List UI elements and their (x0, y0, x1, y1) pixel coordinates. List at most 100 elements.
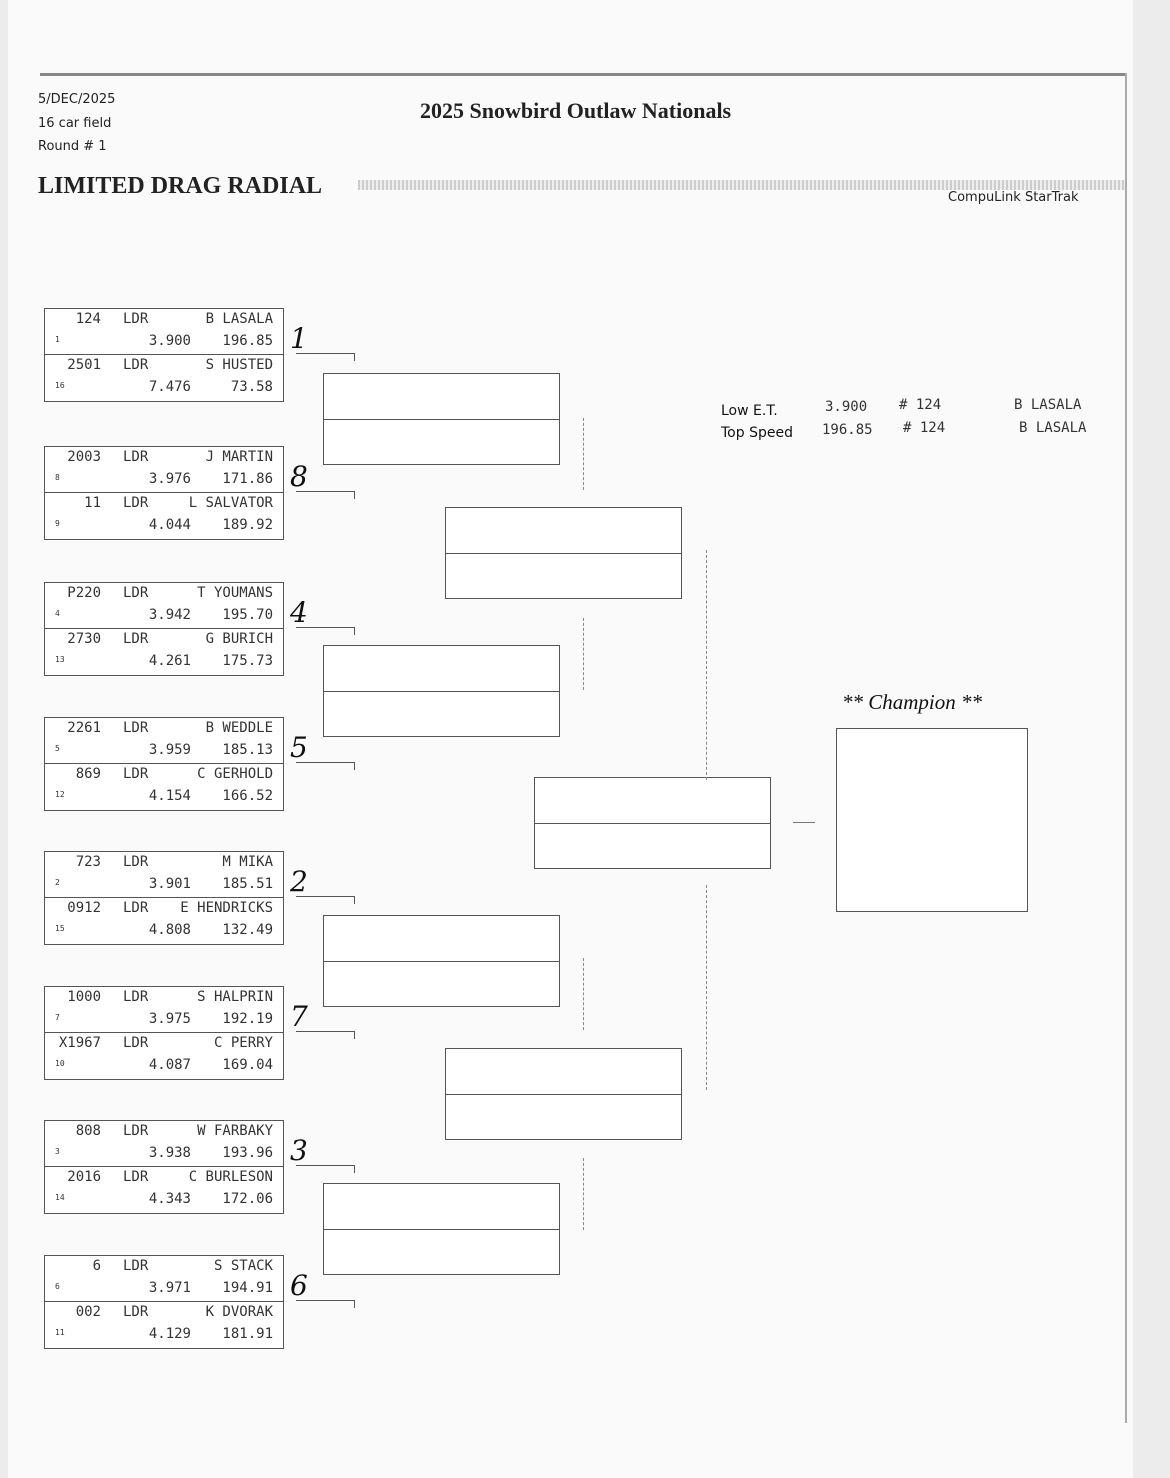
handwritten-seed: 1 (290, 322, 308, 355)
elapsed-time: 3.901 (148, 876, 191, 892)
driver-name: J MARTIN (205, 449, 273, 465)
trap-speed: 196.85 (222, 333, 273, 349)
racer-class: LDR (123, 449, 149, 465)
driver-name: S HUSTED (205, 357, 273, 373)
elapsed-time: 3.942 (148, 607, 191, 623)
racer-class: LDR (123, 989, 149, 1005)
seed-number: 2 (55, 878, 60, 887)
winner-line (296, 491, 355, 499)
low-et-driver: B LASALA (1014, 397, 1082, 413)
trap-speed: 185.13 (222, 742, 273, 758)
top-speed-driver: B LASALA (1019, 420, 1087, 436)
racer-class: LDR (123, 631, 149, 647)
elapsed-time: 4.261 (148, 653, 191, 669)
racer-class: LDR (123, 720, 149, 736)
elapsed-time: 7.476 (148, 379, 191, 395)
semifinal-slot[interactable] (445, 1048, 682, 1140)
seed-number: 14 (55, 1193, 65, 1202)
low-et-car: # 124 (899, 397, 942, 413)
seed-number: 10 (55, 1059, 65, 1068)
top-speed-car: # 124 (903, 420, 946, 436)
racer-class: LDR (123, 1035, 149, 1051)
trap-speed: 166.52 (222, 788, 273, 804)
elapsed-time: 3.900 (148, 333, 191, 349)
champion-label: ** Champion ** (842, 690, 983, 714)
trap-speed: 189.92 (222, 517, 273, 533)
round2-slot[interactable] (323, 915, 560, 1007)
car-number: 2003 (67, 449, 101, 465)
race-date: 5/DEC/2025 (38, 92, 116, 107)
field-size: 16 car field (38, 116, 112, 131)
seed-number: 5 (55, 744, 60, 753)
trap-speed: 172.06 (222, 1191, 273, 1207)
elapsed-time: 4.808 (148, 922, 191, 938)
racer-class: LDR (123, 311, 149, 327)
racer-class: LDR (123, 1123, 149, 1139)
driver-name: M MIKA (222, 854, 273, 870)
car-number: 869 (75, 766, 101, 782)
seed-number: 9 (55, 519, 60, 528)
racer-class: LDR (123, 766, 149, 782)
final-slot[interactable] (534, 777, 771, 869)
final-connector (793, 822, 815, 823)
low-et-value: 3.900 (825, 399, 868, 415)
round2-slot[interactable] (323, 645, 560, 737)
round2-slot[interactable] (323, 1183, 560, 1275)
trap-speed: 73.58 (230, 379, 273, 395)
car-number: 11 (84, 495, 101, 511)
seed-number: 16 (55, 381, 65, 390)
handwritten-seed: 6 (290, 1269, 308, 1302)
seed-number: 13 (55, 655, 65, 664)
racer-class: LDR (123, 1304, 149, 1320)
bracket-connector (706, 885, 707, 1090)
trap-speed: 169.04 (222, 1057, 273, 1073)
class-title-bar (358, 180, 1125, 190)
handwritten-seed: 5 (290, 731, 308, 764)
round-number: Round # 1 (38, 139, 107, 154)
bracket-connector (583, 958, 584, 1030)
driver-name: S HALPRIN (197, 989, 273, 1005)
round2-slot[interactable] (323, 373, 560, 465)
handwritten-seed: 2 (290, 865, 308, 898)
handwritten-seed: 7 (290, 1000, 308, 1033)
semifinal-slot[interactable] (445, 507, 682, 599)
car-number: 2016 (67, 1169, 101, 1185)
seed-number: 6 (55, 1282, 60, 1291)
driver-name: T YOUMANS (197, 585, 273, 601)
handwritten-seed: 3 (290, 1134, 308, 1167)
driver-name: K DVORAK (205, 1304, 273, 1320)
driver-name: W FARBAKY (197, 1123, 273, 1139)
elapsed-time: 4.129 (148, 1326, 191, 1342)
seed-number: 8 (55, 473, 60, 482)
trap-speed: 194.91 (222, 1280, 273, 1296)
trap-speed: 192.19 (222, 1011, 273, 1027)
seed-number: 4 (55, 609, 60, 618)
driver-name: B LASALA (205, 311, 273, 327)
champion-box[interactable] (836, 728, 1028, 912)
elapsed-time: 3.938 (148, 1145, 191, 1161)
winner-line (296, 627, 355, 635)
trap-speed: 195.70 (222, 607, 273, 623)
handwritten-seed: 4 (290, 596, 308, 629)
elapsed-time: 3.975 (148, 1011, 191, 1027)
